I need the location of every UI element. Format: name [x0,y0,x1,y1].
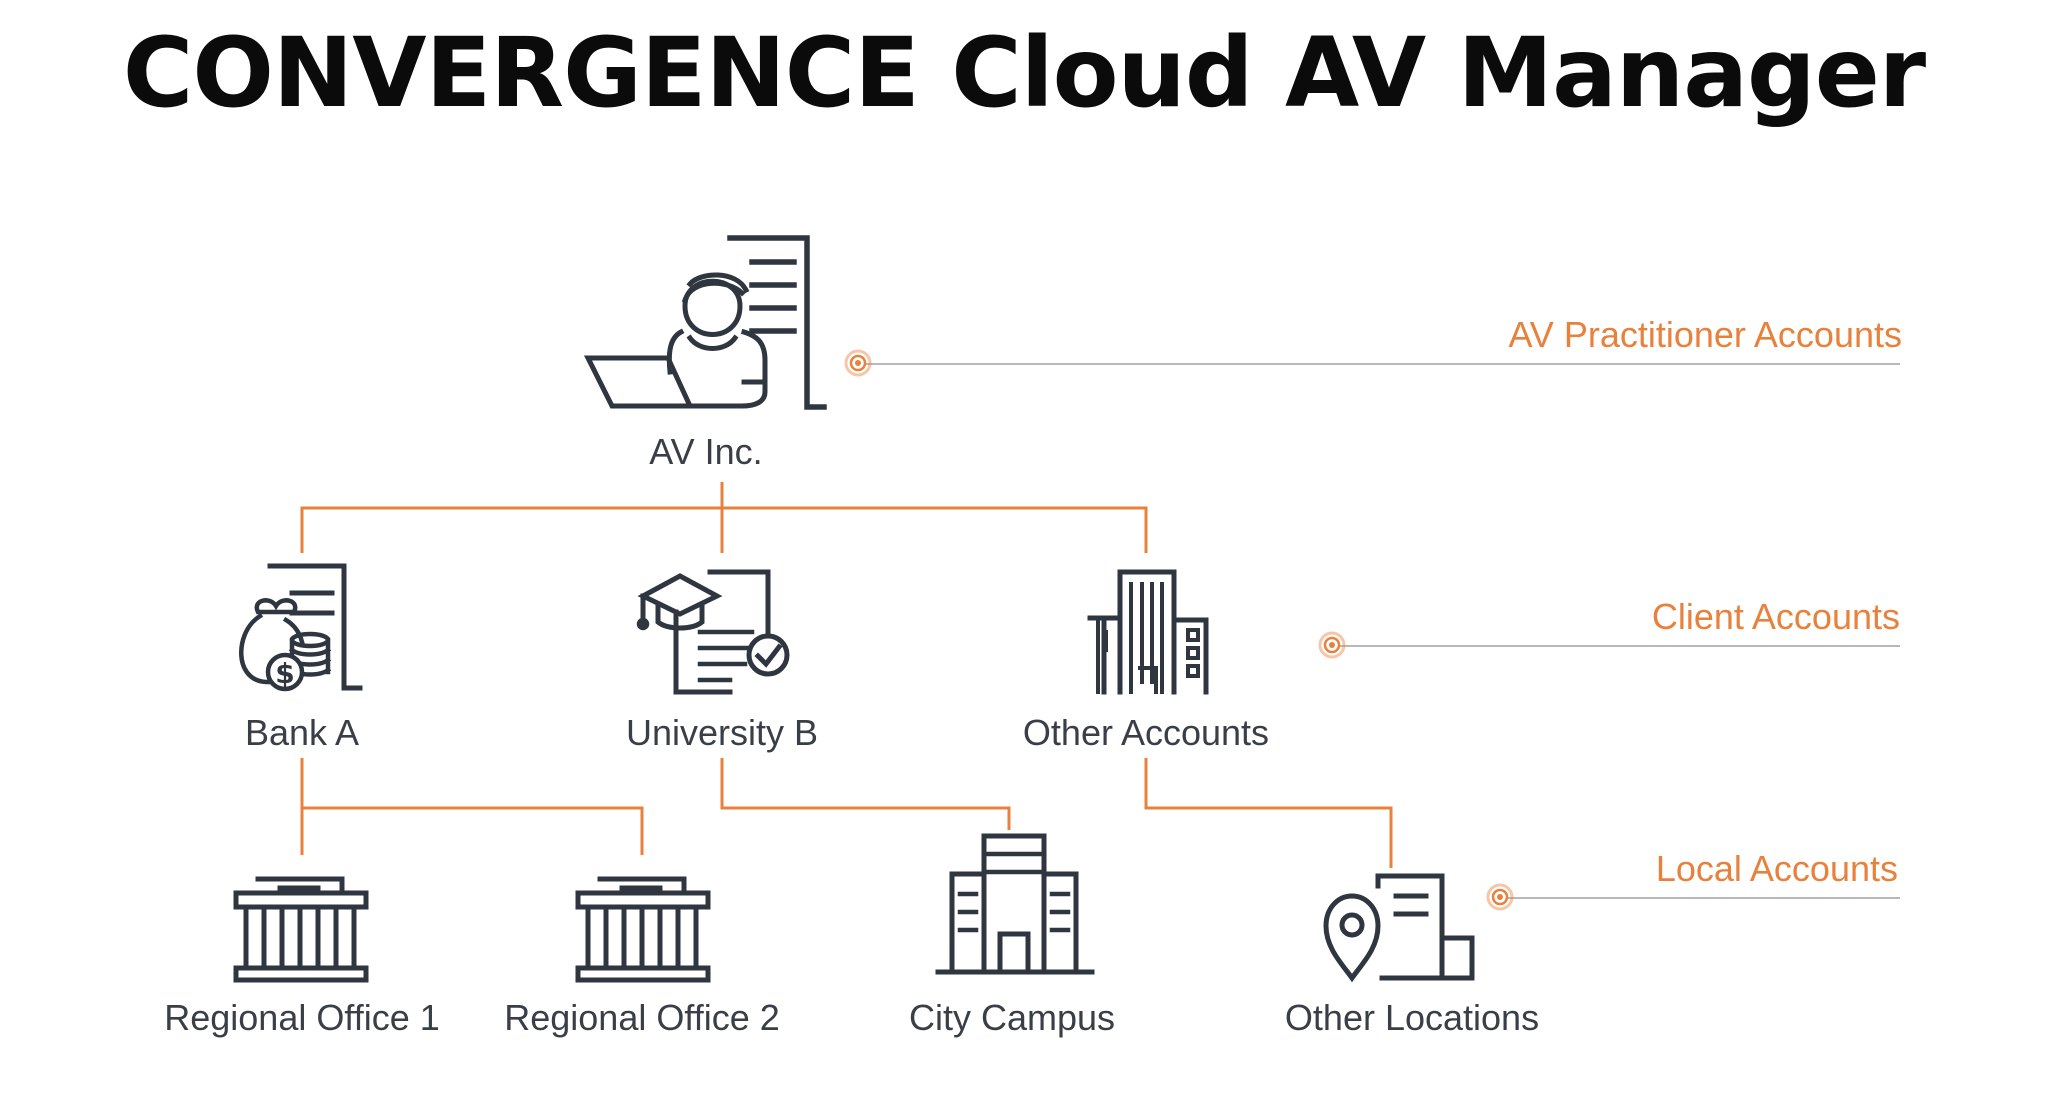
node-label-city-campus: City Campus [909,997,1115,1038]
tier-label-client: Client Accounts [1652,596,1900,637]
node-label-other-locations: Other Locations [1285,997,1539,1038]
tier-guide-client: Client Accounts [1318,596,1900,659]
graduation-cap-certificate-icon [636,569,790,695]
connector-bank-to-offices [300,758,644,855]
node-other-locations: Other Locations [1285,873,1539,1038]
tier-label-practitioner: AV Practitioner Accounts [1508,314,1902,355]
office-buildings-icon [1087,569,1209,695]
node-label-av-inc: AV Inc. [649,431,762,472]
page-title: CONVERGENCE Cloud AV Manager [122,17,1926,129]
money-bag-document-icon [239,563,363,692]
node-other-accounts: Other Accounts [1023,569,1269,753]
technician-laptop-icon [583,235,827,410]
node-label-university-b: University B [626,712,818,753]
location-pin-building-icon [1323,873,1475,983]
node-label-other-accounts: Other Accounts [1023,712,1269,753]
tier-label-local: Local Accounts [1656,848,1898,889]
node-label-regional-office-1: Regional Office 1 [164,997,440,1038]
connector-lines [300,482,1393,868]
campus-building-icon [935,833,1095,975]
bank-building-icon [575,876,711,983]
connector-other-to-locations [1144,758,1393,868]
node-regional-office-1: Regional Office 1 [164,876,440,1038]
node-av-inc: AV Inc. [583,235,827,472]
dollar-sign-icon: $ [275,657,294,690]
target-dot-icon [1486,883,1514,911]
tier-guide-practitioner: AV Practitioner Accounts [844,314,1902,377]
node-label-regional-office-2: Regional Office 2 [504,997,780,1038]
node-label-bank-a: Bank A [245,712,359,753]
target-dot-icon [844,349,872,377]
node-city-campus: City Campus [909,833,1115,1038]
target-dot-icon [1318,631,1346,659]
bank-building-icon [233,876,369,983]
connector-university-to-campus [720,758,1011,830]
node-regional-office-2: Regional Office 2 [504,876,780,1038]
tier-guide-local: Local Accounts [1486,848,1900,911]
node-bank-a: $ Bank A [239,563,363,753]
connector-root-to-clients [300,482,1148,553]
node-university-b: University B [626,569,818,753]
